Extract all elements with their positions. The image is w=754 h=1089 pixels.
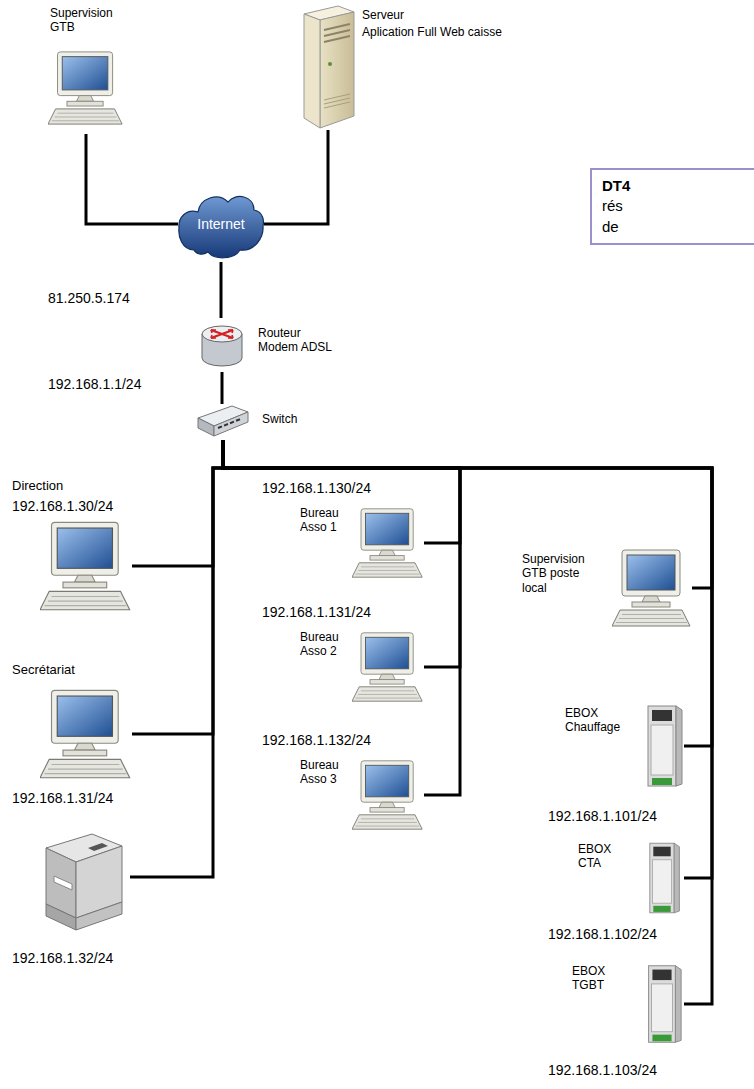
ip-address: 192.168.1.32/24 (12, 950, 113, 967)
device-name: Direction (12, 478, 63, 494)
ip-address: 192.168.1.130/24 (262, 480, 371, 497)
device-name: Switch (262, 412, 297, 426)
device-name: Aplication Full Web caisse (362, 25, 502, 39)
ebox-node: EBOX Chauffage192.168.1.101/24 (640, 700, 684, 792)
document-callout: DT4rés de (590, 168, 754, 245)
printer-icon (46, 834, 122, 930)
ip-address: 192.168.1.1/24 (46, 376, 143, 393)
ebox-node: EBOX TGBT192.168.1.103/24 (640, 960, 684, 1048)
device-name: Supervision GTB (50, 6, 122, 35)
ip-address: 192.168.1.132/24 (262, 732, 371, 749)
ip-address: 192.168.1.131/24 (262, 604, 371, 621)
network-cable (86, 134, 178, 224)
cloud-label: Internet (178, 216, 264, 233)
network-cable (132, 440, 223, 734)
callout-title: DT4 (602, 176, 754, 196)
computer-node: 192.168.1.131/24Bureau Asso 2 (352, 628, 424, 706)
device-name: EBOX TGBT (572, 964, 626, 993)
computer-icon (40, 690, 130, 777)
device-name: Serveur (362, 8, 404, 22)
ebox-icon (650, 843, 680, 913)
computer-icon (352, 761, 422, 829)
device-name: Bureau Asso 1 (300, 506, 350, 535)
ebox-node: EBOX CTA192.168.1.102/24 (640, 838, 684, 918)
network-cable (264, 130, 328, 224)
computer-node: Supervision GTB (48, 42, 124, 134)
device-name: Bureau Asso 3 (300, 758, 350, 787)
ebox-icon (649, 966, 682, 1043)
ip-address: 192.168.1.30/24 (12, 498, 113, 515)
device-name: EBOX CTA (578, 842, 624, 871)
computer-icon (40, 522, 130, 609)
callout-text: rés de (602, 196, 636, 237)
device-name: Secrétariat (12, 662, 75, 678)
ip-address: 81.250.5.174 (46, 290, 132, 307)
network-cable (220, 262, 223, 318)
computer-node: Direction192.168.1.30/24 (40, 520, 132, 612)
server-node: ServeurAplication Full Web caisse (300, 4, 356, 130)
ip-address: 192.168.1.102/24 (548, 926, 657, 943)
ip-address: 192.168.1.103/24 (548, 1062, 657, 1079)
switch-node: Switch (196, 404, 250, 440)
printer-node: 192.168.1.32/24 (36, 818, 130, 936)
computer-icon (612, 550, 690, 626)
device-name: Supervision GTB poste local (522, 552, 602, 595)
computer-icon (352, 509, 422, 577)
computer-node: 192.168.1.132/24Bureau Asso 3 (352, 756, 424, 834)
network-cable (130, 440, 223, 877)
network-cable (223, 440, 460, 667)
computer-node: Supervision GTB poste local (612, 548, 692, 628)
device-name: Routeur Modem ADSL (258, 326, 342, 355)
computer-icon (48, 52, 122, 124)
ebox-icon (648, 706, 682, 786)
computer-icon (352, 633, 422, 701)
router-icon (202, 326, 242, 366)
router-node: Routeur Modem ADSL (198, 318, 246, 372)
ip-address: 192.168.1.101/24 (548, 808, 657, 825)
switch-icon (198, 406, 248, 436)
device-name: Bureau Asso 2 (300, 630, 350, 659)
network-cable (223, 440, 712, 1004)
computer-node: 192.168.1.130/24Bureau Asso 1 (352, 504, 424, 582)
network-cable (132, 440, 223, 566)
network-cable (223, 440, 712, 878)
computer-node: Secrétariat192.168.1.31/24 (40, 688, 132, 780)
network-cable (221, 372, 224, 404)
ip-address: 192.168.1.31/24 (12, 790, 113, 807)
network-cable (223, 440, 460, 543)
network-cable (223, 440, 460, 795)
device-name: EBOX Chauffage (565, 706, 633, 735)
server-icon (304, 6, 354, 128)
network-cable (223, 440, 712, 746)
internet-cloud: Internet (178, 186, 264, 262)
